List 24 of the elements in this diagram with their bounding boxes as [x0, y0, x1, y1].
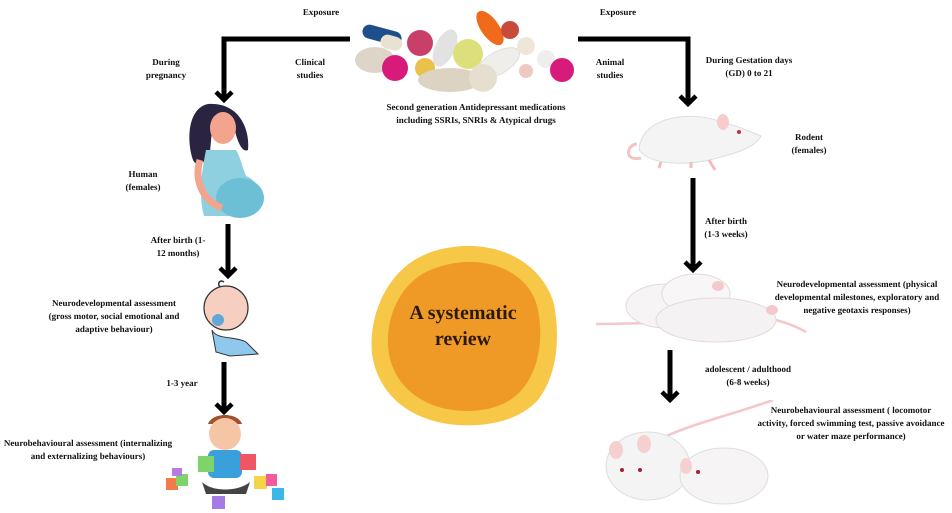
edge-label: 1-3 year: [165, 377, 199, 390]
arrow: [218, 224, 238, 278]
edge-label: Exposure: [598, 6, 638, 19]
node-label: Second generation Antidepressant medications including SSRIs, SNRIs & Atypical drugs: [386, 101, 566, 128]
label: Animal studies: [594, 56, 626, 82]
label: Clinical studies: [294, 56, 326, 82]
arrow: [660, 350, 680, 402]
node-label: Human (females): [124, 168, 162, 194]
edge-label: After birth (1-3 weeks): [703, 215, 749, 242]
title-text: A systematic review: [408, 301, 518, 352]
edge-label: After birth (1-12 months): [150, 234, 206, 260]
node-label: Neurodevelopmental assessment (physical developmental milestones, exploratory and negative geotaxis responses): [774, 278, 940, 318]
edge-label: Exposure: [302, 6, 340, 19]
label: During Gestation days (GD) 0 to 21: [704, 54, 794, 80]
arrow: [682, 178, 704, 272]
node-label: Neurobehavioural assessment (internalizing and externalizing behaviours): [2, 437, 174, 464]
label: During pregnancy: [144, 56, 188, 82]
node-label: Neurobehavioural assessment ( locomotor activity, forced swimming test, passive avoidance or water maze performance): [756, 404, 946, 444]
arrow: [214, 362, 234, 414]
edge-label: adolescent / adulthood (6-8 weeks): [704, 363, 792, 390]
arrow: [578, 36, 698, 106]
node-label: Rodent (females): [790, 131, 828, 158]
arrow: [214, 36, 350, 102]
node-label: Neurodevelopmental assessment (gross motor, social emotional and adaptive behaviour): [48, 297, 180, 336]
